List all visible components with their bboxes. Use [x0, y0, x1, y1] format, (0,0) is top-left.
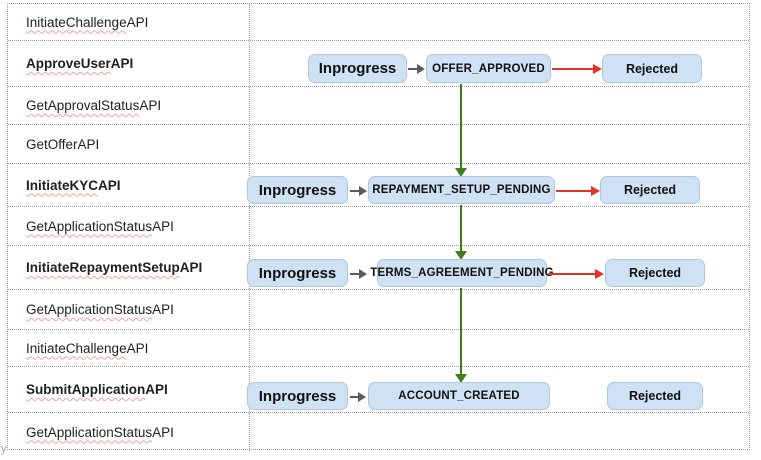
api-suffix-label: API	[98, 177, 121, 193]
gray-arrow-right-icon	[350, 268, 367, 279]
table-cell-empty	[250, 207, 749, 245]
api-name-label: SubmitApplication	[26, 382, 146, 397]
red-arrow-right-icon	[548, 268, 604, 279]
api-suffix-label: API	[139, 98, 162, 113]
api-name-label: InitiateChallenge	[26, 340, 127, 356]
api-suffix-label: API	[145, 382, 168, 397]
rejected-label: Rejected	[628, 389, 682, 403]
state-label: OFFER_APPROVED	[432, 62, 545, 75]
table-cell-empty	[250, 413, 749, 451]
green-connector-line	[460, 84, 462, 169]
inprogress-box[interactable]: Inprogress	[308, 54, 407, 83]
table-row: GetOffer API	[8, 125, 749, 164]
inprogress-label: Inprogress	[318, 60, 397, 77]
red-arrow-right-icon	[552, 63, 602, 74]
table-row: InitiateChallenge API	[8, 4, 749, 41]
inprogress-label: Inprogress	[258, 181, 337, 199]
table-cell-empty	[250, 330, 749, 366]
api-name-cell[interactable]: SubmitApplication API	[8, 367, 250, 412]
api-name-cell[interactable]: InitiateChallenge API	[8, 330, 250, 366]
inprogress-label: Inprogress	[258, 387, 337, 405]
green-arrowhead-down-icon	[455, 251, 467, 260]
table-cell-empty	[250, 290, 749, 329]
rejected-box[interactable]: Rejected	[605, 259, 705, 287]
api-name-label: GetApplicationStatus	[26, 218, 153, 234]
api-name-label: GetApprovalStatus	[26, 98, 140, 113]
rejected-label: Rejected	[625, 61, 679, 76]
api-name-cell[interactable]: GetApprovalStatus API	[8, 87, 250, 124]
rejected-label: Rejected	[628, 266, 682, 280]
state-box[interactable]: OFFER_APPROVED	[426, 54, 551, 83]
state-label: REPAYMENT_SETUP_PENDING	[372, 184, 551, 196]
green-connector-line	[460, 205, 462, 252]
state-box[interactable]: REPAYMENT_SETUP_PENDING	[368, 176, 555, 204]
table-row: GetApprovalStatus API	[8, 87, 749, 125]
api-suffix-label: API	[152, 302, 174, 317]
state-box[interactable]: ACCOUNT_CREATED	[368, 382, 550, 410]
api-name-cell[interactable]: InitiateChallenge API	[8, 4, 250, 40]
table-row: InitiateRepaymentSetup API	[8, 246, 749, 290]
gray-arrow-right-icon	[408, 63, 425, 74]
inprogress-box[interactable]: Inprogress	[247, 382, 348, 410]
table-row: InitiateChallenge API	[8, 330, 749, 367]
table-cell-empty	[250, 125, 749, 163]
api-suffix-label: API	[110, 56, 134, 71]
api-name-label: ApproveUser	[26, 56, 111, 71]
api-suffix-label: API	[152, 218, 174, 234]
table-cell-empty	[250, 4, 749, 40]
api-name-cell[interactable]: GetApplicationStatus API	[8, 413, 250, 451]
api-name-cell[interactable]: GetApplicationStatus API	[8, 207, 250, 245]
api-name-cell[interactable]: InitiateRepaymentSetup API	[8, 246, 250, 289]
green-arrowhead-down-icon	[455, 374, 467, 383]
api-name-label: GetApplicationStatus	[26, 302, 153, 317]
state-box[interactable]: TERMS_AGREEMENT_PENDING	[370, 259, 554, 287]
rejected-label: Rejected	[623, 183, 677, 197]
clipped-edge-text: y	[1, 443, 7, 455]
api-name-label: GetApplicationStatus	[26, 424, 153, 440]
api-name-cell[interactable]: GetApplicationStatus API	[8, 290, 250, 329]
api-suffix-label: API	[152, 424, 174, 440]
table-cell-empty	[250, 87, 749, 124]
green-connector-line	[460, 288, 462, 375]
api-suffix-label: API	[179, 260, 203, 275]
api-suffix-label: API	[77, 136, 100, 152]
api-state-table: InitiateChallenge API ApproveUser API Ge…	[7, 3, 750, 451]
inprogress-box[interactable]: Inprogress	[247, 176, 348, 204]
table-row: InitiateKYC API	[8, 164, 749, 207]
table-row: GetApplicationStatus API	[8, 413, 749, 451]
api-name-label: InitiateChallenge	[26, 14, 127, 30]
rejected-box[interactable]: Rejected	[607, 382, 703, 410]
red-arrow-right-icon	[556, 185, 600, 196]
gray-arrow-right-icon	[350, 391, 366, 402]
api-name-label: InitiateRepaymentSetup	[26, 260, 180, 275]
table-row: GetApplicationStatus API	[8, 207, 749, 246]
api-name-cell[interactable]: GetOffer API	[8, 125, 250, 163]
api-suffix-label: API	[126, 14, 149, 30]
rejected-box[interactable]: Rejected	[600, 176, 700, 204]
api-name-cell[interactable]: InitiateKYC API	[8, 164, 250, 206]
inprogress-label: Inprogress	[258, 264, 337, 282]
api-suffix-label: API	[126, 340, 149, 356]
state-label: ACCOUNT_CREATED	[398, 390, 520, 402]
api-name-label: GetOffer	[26, 136, 78, 152]
gray-arrow-right-icon	[350, 185, 367, 196]
state-label: TERMS_AGREEMENT_PENDING	[370, 267, 554, 279]
green-arrowhead-down-icon	[455, 168, 467, 177]
rejected-box[interactable]: Rejected	[602, 54, 702, 83]
api-name-label: InitiateKYC	[26, 177, 99, 193]
api-name-cell[interactable]: ApproveUser API	[8, 41, 250, 86]
table-row: ApproveUser API	[8, 41, 749, 87]
table-row: GetApplicationStatus API	[8, 290, 749, 330]
inprogress-box[interactable]: Inprogress	[247, 259, 348, 287]
